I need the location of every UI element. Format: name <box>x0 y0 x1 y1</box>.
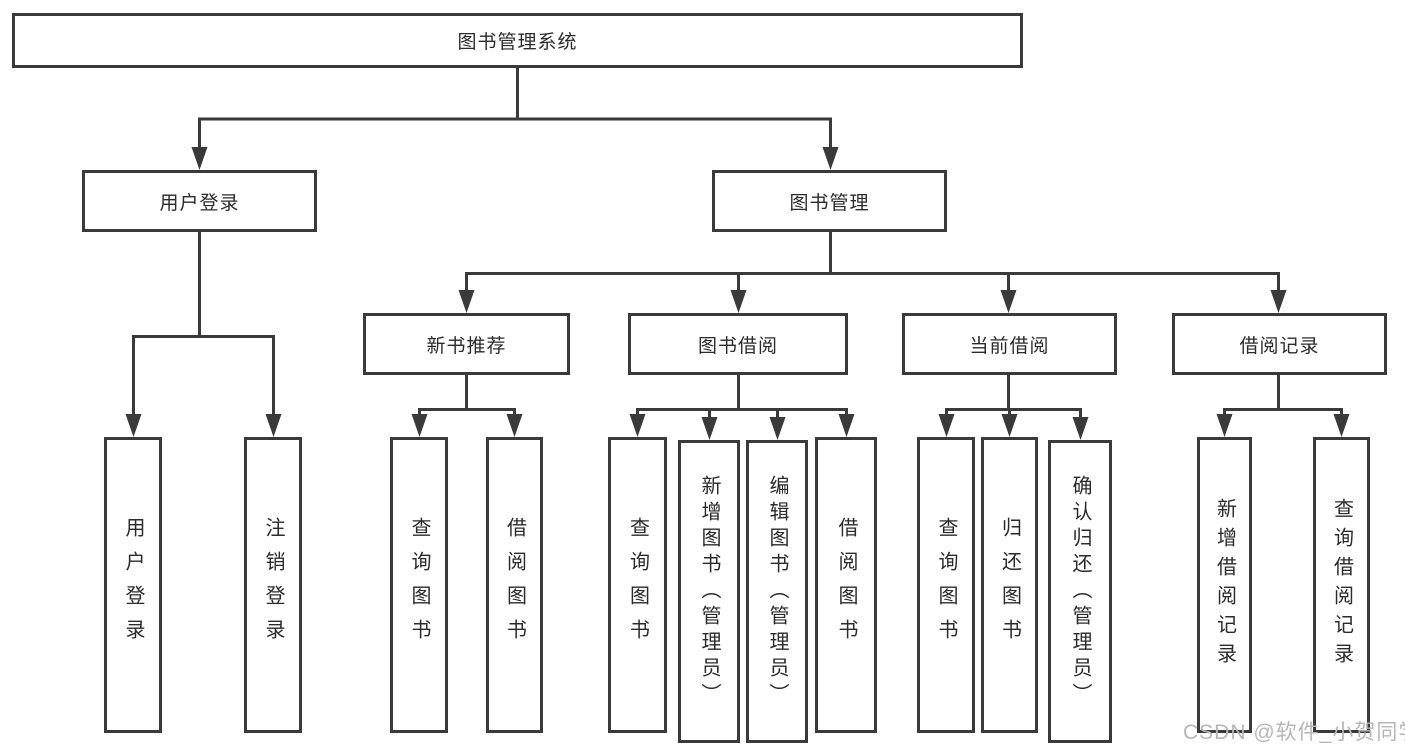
leaf-label: 查询图书 <box>626 517 649 653</box>
leaf-label: 查询图书 <box>408 517 430 653</box>
leaf-logout: 注销登录 <box>244 437 302 733</box>
leaf-label: 归还图书 <box>998 517 1021 653</box>
node-label: 新书推荐 <box>426 335 507 357</box>
node-root-system: 图书管理系统 <box>12 13 1023 68</box>
leaf-return-books: 归还图书 <box>981 437 1038 733</box>
leaf-query-books-recommend: 查询图书 <box>390 437 448 733</box>
node-borrowing-records: 借阅记录 <box>1172 313 1387 375</box>
leaf-borrow-books-recommend: 借阅图书 <box>486 437 543 733</box>
node-book-management: 图书管理 <box>712 170 947 232</box>
leaf-add-book-admin: 新增图书（管理员） <box>678 440 740 743</box>
node-user-login-branch: 用户登录 <box>82 170 317 232</box>
leaf-label: 查询图书 <box>935 517 957 653</box>
leaf-query-borrow-record: 查询借阅记录 <box>1313 437 1370 733</box>
leaf-label: 用户登录 <box>122 517 144 653</box>
leaf-label: 查询借阅记录 <box>1330 498 1353 672</box>
leaf-label: 编辑图书（管理员） <box>766 474 788 709</box>
node-label: 图书管理 <box>789 192 870 214</box>
leaf-query-books-current: 查询图书 <box>917 437 975 733</box>
node-label: 当前借阅 <box>969 335 1050 357</box>
leaf-label: 注销登录 <box>262 517 284 653</box>
csdn-watermark: CSDN @软件_小贺同学 <box>1183 721 1405 744</box>
leaf-query-books-borrowing: 查询图书 <box>608 437 667 733</box>
leaf-add-borrow-record: 新增借阅记录 <box>1197 437 1252 733</box>
leaf-label: 借阅图书 <box>835 517 857 653</box>
leaf-user-login: 用户登录 <box>104 437 162 733</box>
leaf-confirm-return-admin: 确认归还（管理员） <box>1048 440 1112 743</box>
node-label: 用户登录 <box>159 192 240 214</box>
node-label: 借阅记录 <box>1239 335 1320 357</box>
leaf-borrow-books-borrowing: 借阅图书 <box>815 437 877 733</box>
node-root-label: 图书管理系统 <box>457 32 578 53</box>
leaf-label: 借阅图书 <box>503 517 526 653</box>
node-current-borrowing: 当前借阅 <box>902 313 1117 375</box>
node-book-borrowing: 图书借阅 <box>628 313 848 375</box>
leaf-edit-book-admin: 编辑图书（管理员） <box>746 440 808 743</box>
node-new-book-recommend: 新书推荐 <box>363 313 570 375</box>
leaf-label: 确认归还（管理员） <box>1069 474 1091 709</box>
arrowheads <box>125 147 1350 440</box>
leaf-label: 新增图书（管理员） <box>698 474 720 709</box>
leaf-label: 新增借阅记录 <box>1213 498 1236 672</box>
node-label: 图书借阅 <box>697 335 778 357</box>
